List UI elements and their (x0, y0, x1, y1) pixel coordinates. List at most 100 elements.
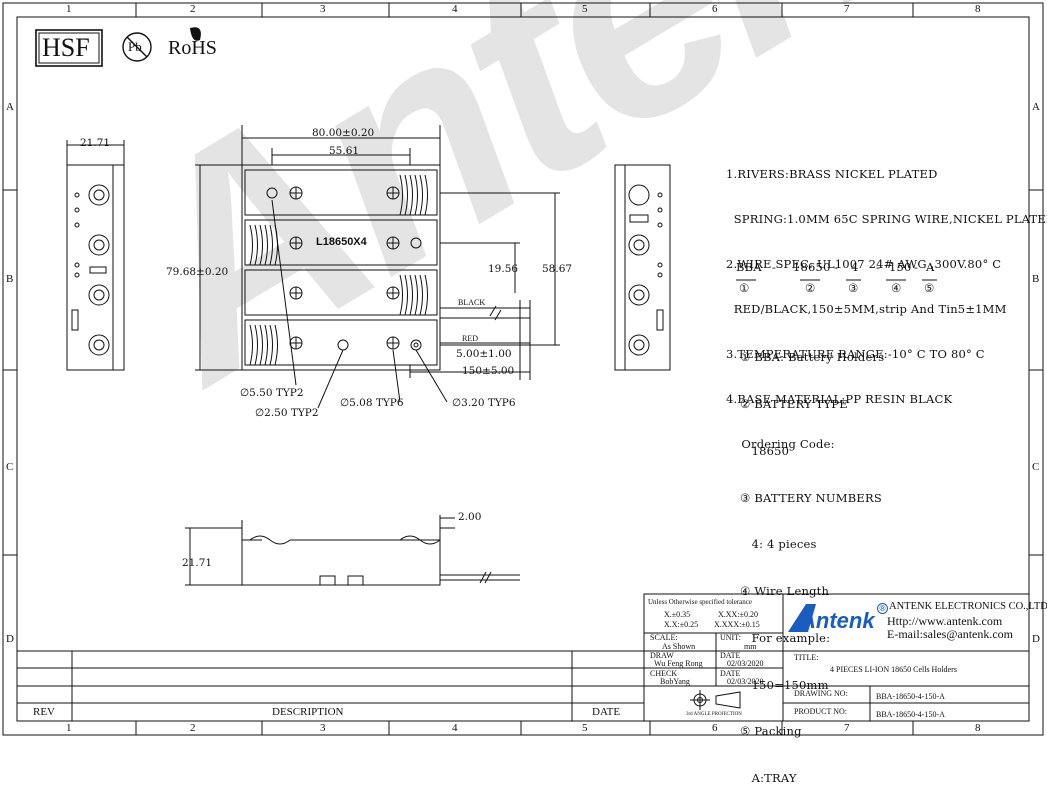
dim-wire-length: 150±5.00 (462, 365, 515, 377)
title-value: 4 PIECES LI-ION 18650 Cells Holders (830, 665, 957, 674)
grid-row-c: C (6, 461, 14, 473)
inner-frame (16, 16, 1030, 722)
drawing-no-label: DRAWING NO: (794, 689, 848, 698)
projection-label: 3rd ANGLE PROJECTION (686, 712, 742, 717)
scale-label: SCALE: (650, 633, 678, 642)
grid-col-1: 1 (66, 3, 72, 15)
dim-strip: 5.00±1.00 (456, 348, 512, 360)
dim-side-width: 21.71 (80, 137, 111, 149)
grid-row-d-r: D (1032, 633, 1040, 645)
dim-hole-508: ∅5.08 TYP6 (340, 397, 404, 409)
outer-frame (2, 2, 1044, 736)
left-side-view (66, 164, 125, 371)
tolerance-xxx2: X.XX:±0.20 (718, 610, 758, 619)
date-value-1: 02/03/2020 (727, 659, 764, 668)
grid-col-6: 6 (712, 3, 718, 15)
wire-black-label: BLACK (458, 298, 486, 307)
grid-col-2: 2 (190, 3, 196, 15)
product-no-label: PRODUCT NO: (794, 707, 847, 716)
spec-line: Ordering Code: (726, 437, 835, 451)
spec-line: SPRING:1.0MM 65C SPRING WIRE,NICKEL PLAT… (726, 212, 1047, 226)
legend-line: ③ BATTERY NUMBERS (740, 490, 882, 505)
rohs-logo: RoHS (168, 37, 217, 59)
dim-height-inner: 58.67 (542, 263, 573, 275)
grid-col-5: 5 (582, 3, 588, 15)
legend-line: ② BATTERY TYPE (740, 396, 848, 411)
antenk-logo-icon (788, 604, 816, 632)
dim-hole-320: ∅3.20 TYP6 (452, 397, 516, 409)
drawing-no-value: BBA-18650-4-150-A (876, 692, 945, 701)
legend-line: ④ Wire Length (740, 584, 830, 599)
date-label-2: DATE (720, 669, 741, 678)
grid-col-6b: 6 (712, 722, 718, 734)
dim-height-total: 79.68±0.20 (166, 266, 229, 278)
spec-line: 4.BASE MATERIAL:PP RESIN BLACK (726, 392, 953, 406)
code-bba: BBA (736, 260, 762, 274)
front-view (241, 164, 441, 371)
code-num-4: ④ (891, 281, 902, 295)
date-value-2: 02/03/2020 (727, 677, 764, 686)
registered-icon: ® (877, 603, 888, 614)
legend-line: 150=150mm (740, 677, 829, 692)
code-dash-3: - (876, 260, 881, 274)
legend-line: For example: (740, 630, 831, 645)
grid-col-8: 8 (975, 3, 981, 15)
dim-bottom-height: 21.71 (182, 557, 213, 569)
draw-label: DRAW (650, 651, 674, 660)
code-dash-1: - (772, 260, 777, 274)
code-number: 4 (851, 260, 859, 274)
grid-col-1b: 1 (66, 722, 72, 734)
draw-value: Wu Feng Rong (654, 659, 703, 668)
grid-col-7: 7 (844, 3, 850, 15)
tolerance-xx: X.X:±0.25 (664, 620, 699, 629)
company-email: E-mail:sales@antenk.com (887, 627, 1014, 641)
code-num-3: ③ (848, 281, 859, 295)
spec-notes: 1.RIVERS:BRASS NICKEL PLATED SPRING:1.0M… (726, 137, 1047, 467)
grid-row-b-r: B (1032, 273, 1040, 285)
code-num-1: ① (739, 281, 750, 295)
code-dash-4: - (914, 260, 919, 274)
grid-col-4: 4 (452, 3, 458, 15)
legend-line: 18650 (740, 443, 790, 458)
check-label: CHECK (650, 669, 678, 678)
leaf-icon (190, 27, 201, 41)
drawing-canvas (2, 2, 1044, 736)
unit-label: UNIT: (720, 633, 741, 642)
grid-col-7b: 7 (844, 722, 850, 734)
code-num-2: ② (805, 281, 816, 295)
wire-red-label: RED (462, 334, 478, 343)
spec-line: 2.WIRE SPEC: UL1007 24# AWG ,300V.80° C (726, 257, 1002, 271)
unit-value: mm (744, 642, 757, 651)
code-packing: A (926, 260, 935, 274)
code-legend: ① BBA: Battery Holders ② BATTERY TYPE 18… (740, 319, 884, 802)
legend-line: A:TRAY (740, 771, 797, 786)
dim-hole-550: ∅5.50 TYP2 (240, 387, 304, 399)
grid-row-c-r: C (1032, 461, 1040, 473)
grid-row-a-r: A (1032, 101, 1040, 113)
dim-pitch: 19.56 (488, 263, 519, 275)
grid-col-5b: 5 (582, 722, 588, 734)
dim-width-inner: 55.61 (329, 145, 360, 157)
grid-col-2b: 2 (190, 722, 196, 734)
grid-row-a: A (6, 101, 14, 113)
code-dash-2: - (834, 260, 839, 274)
grid-col-3b: 3 (320, 722, 326, 734)
code-type: 18650 (793, 260, 831, 274)
pb-free-icon: Pb (128, 39, 142, 54)
product-no-value: BBA-18650-4-150-A (876, 710, 945, 719)
legend-line: 4: 4 pieces (740, 537, 817, 552)
code-num-5: ⑤ (924, 281, 935, 295)
grid-row-b: B (6, 273, 14, 285)
scale-value: As Shown (662, 642, 696, 651)
code-length: 150 (889, 260, 912, 274)
tolerance-x: X.±0.35 (664, 610, 691, 619)
dim-hole-250: ∅2.50 TYP2 (255, 407, 319, 419)
description-header: DESCRIPTION (272, 706, 344, 718)
tolerance-xxx3: X.XXX:±0.15 (714, 620, 760, 629)
grid-row-d: D (6, 633, 14, 645)
legend-line: ⑤ Packing (740, 724, 802, 739)
spec-line: 3.TEMPERATURE RANGE:-10° C TO 80° C (726, 347, 985, 361)
dim-width-total: 80.00±0.20 (312, 127, 375, 139)
grid-col-4b: 4 (452, 722, 458, 734)
right-side-view (614, 164, 671, 371)
